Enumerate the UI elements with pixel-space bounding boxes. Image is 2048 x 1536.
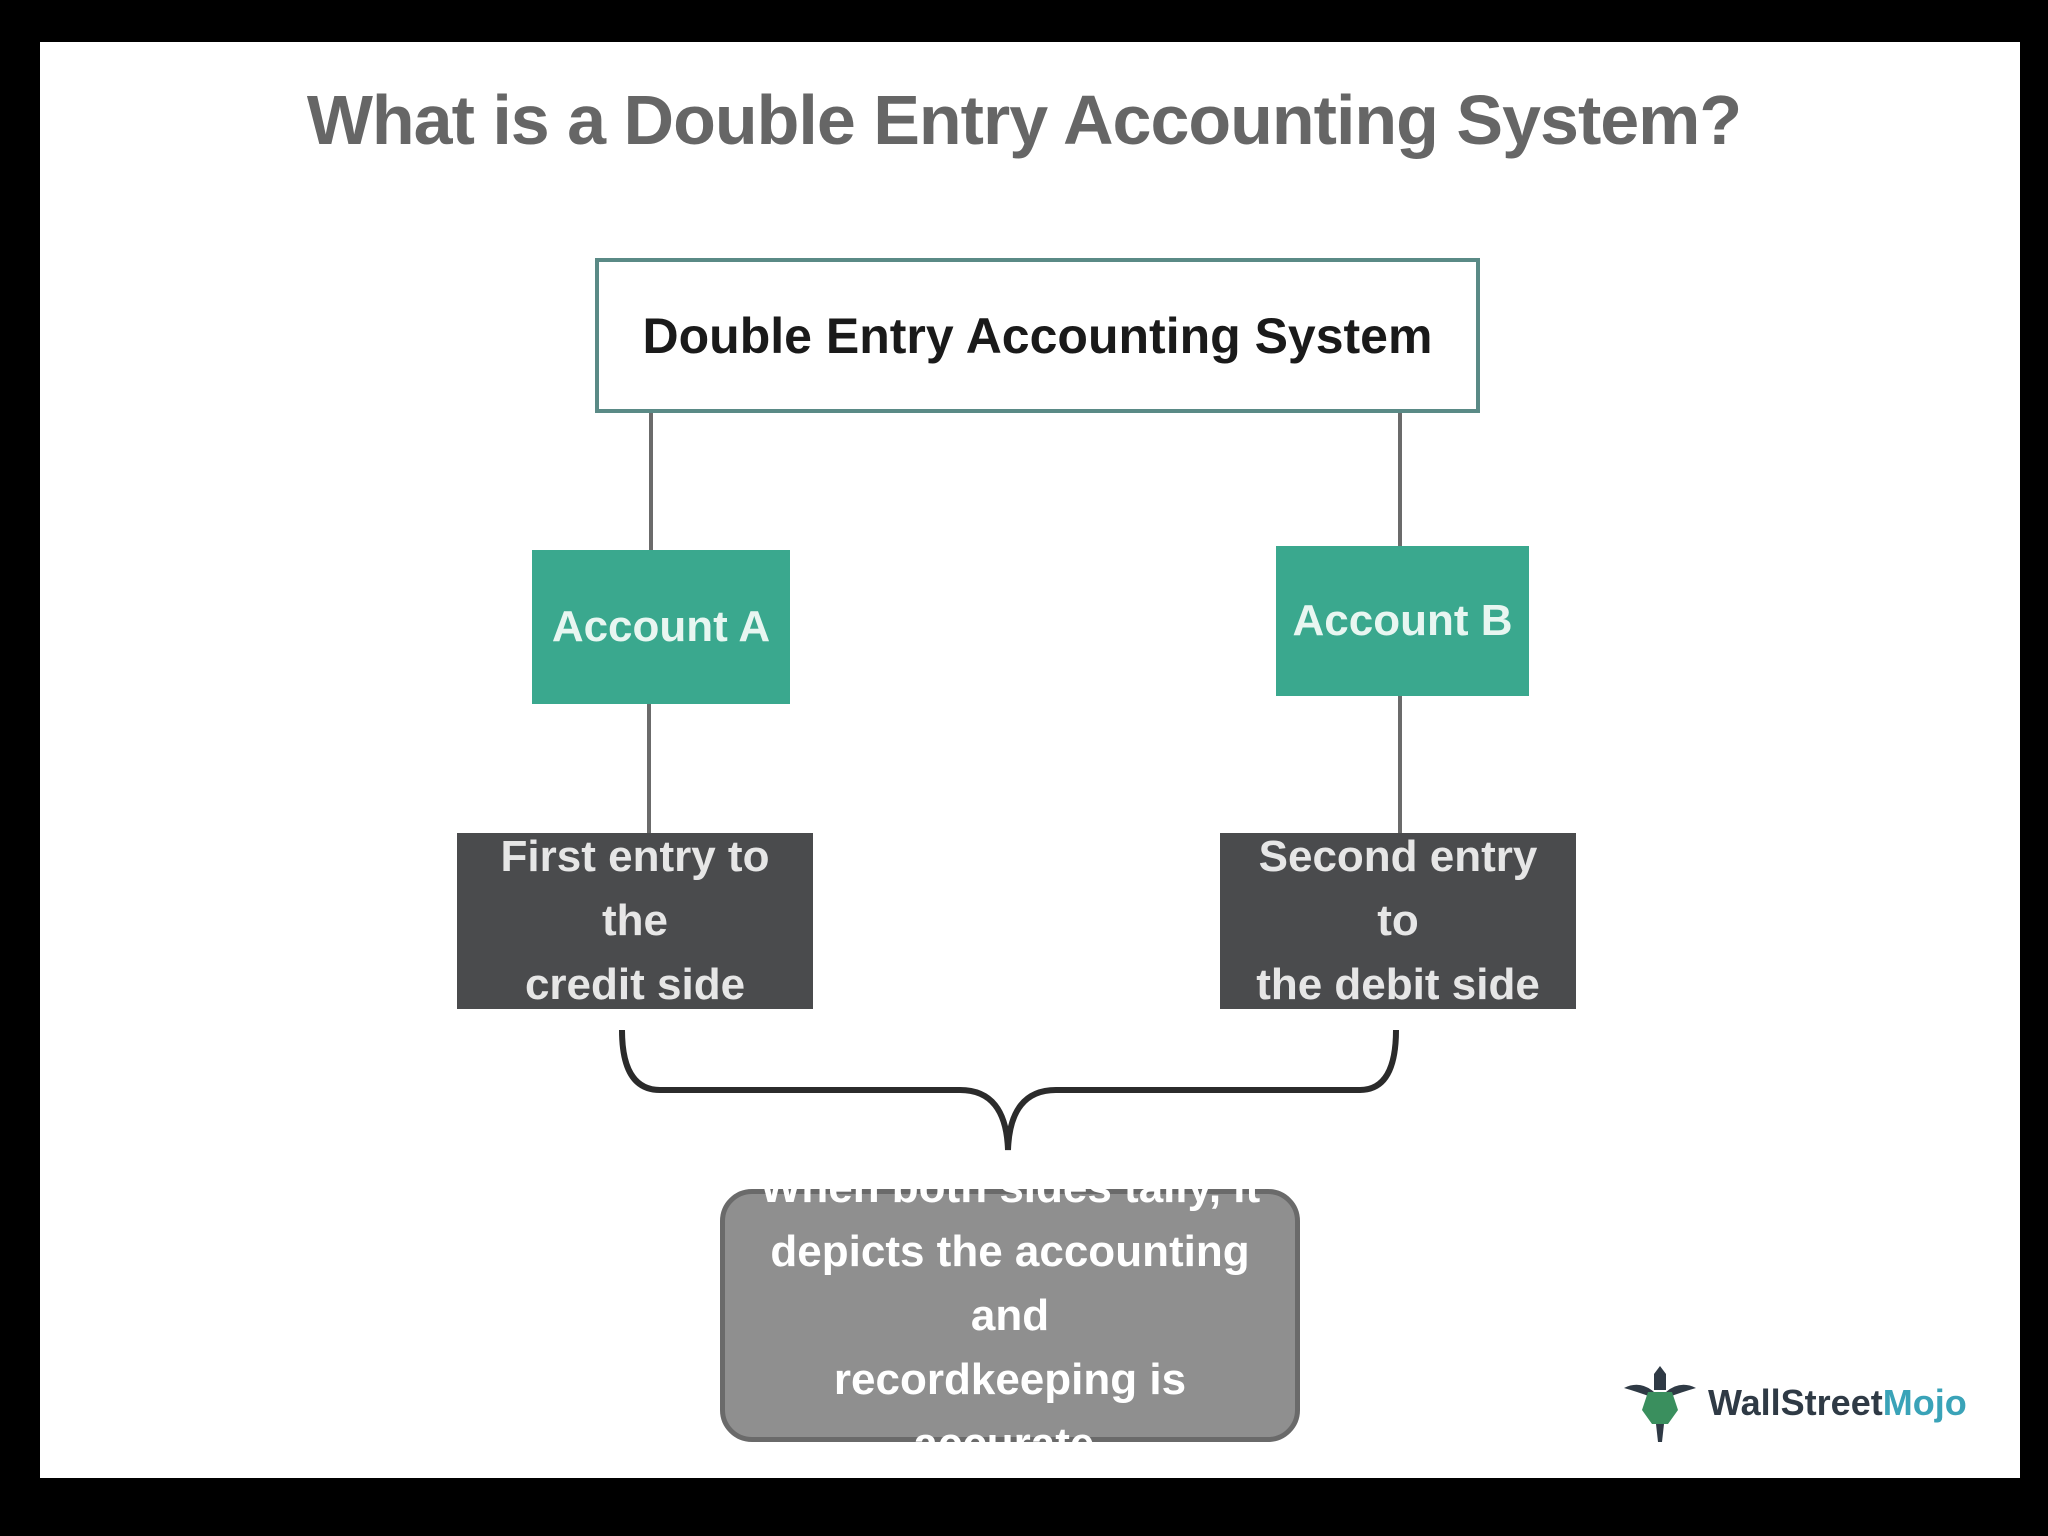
result-line1: When both sides tally, it bbox=[759, 1162, 1261, 1212]
debit-entry-line2: the debit side bbox=[1256, 960, 1540, 1009]
credit-entry-line1: First entry to the bbox=[500, 832, 770, 945]
result-line3: recordkeeping is accurate. bbox=[833, 1354, 1187, 1468]
wallstreetmojo-logo: WallStreetMojo bbox=[1620, 1358, 1967, 1448]
result-line2: depicts the accounting and bbox=[770, 1226, 1250, 1340]
credit-entry-box: First entry to the credit side bbox=[457, 832, 813, 1009]
account-b-box: Account B bbox=[1276, 546, 1529, 696]
account-b-label: Account B bbox=[1292, 596, 1513, 645]
logo-wordmark-part2: Mojo bbox=[1882, 1382, 1967, 1423]
bull-logo-icon bbox=[1624, 1366, 1696, 1442]
debit-entry-line1: Second entry to bbox=[1258, 832, 1538, 945]
account-a-box: Account A bbox=[532, 550, 790, 704]
logo-wordmark: WallStreetMojo bbox=[1708, 1382, 1967, 1424]
logo-wordmark-part1: WallStreet bbox=[1708, 1382, 1883, 1423]
account-a-label: Account A bbox=[551, 602, 771, 651]
credit-entry-line2: credit side bbox=[524, 960, 746, 1009]
result-box: When both sides tally, it depicts the ac… bbox=[720, 1163, 1300, 1468]
double-entry-system-label: Double Entry Accounting System bbox=[642, 307, 1433, 364]
double-entry-system-box: Double Entry Accounting System bbox=[595, 258, 1480, 413]
curly-brace bbox=[619, 1029, 1399, 1151]
page-title: What is a Double Entry Accounting System… bbox=[306, 81, 1742, 159]
debit-entry-box: Second entry to the debit side bbox=[1220, 832, 1576, 1009]
